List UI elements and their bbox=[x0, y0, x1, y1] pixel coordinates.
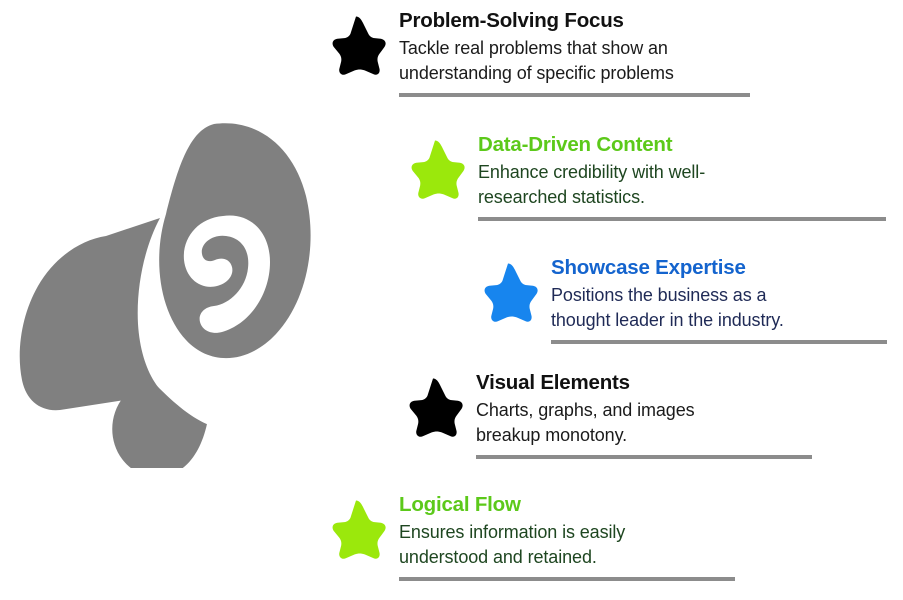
feature-description-line: understanding of specific problems bbox=[399, 63, 674, 83]
feature-item-visual-elements[interactable]: Visual Elements Charts, graphs, and imag… bbox=[402, 370, 812, 459]
feature-description-line: breakup monotony. bbox=[476, 425, 628, 445]
star-icon-path bbox=[332, 500, 386, 559]
feature-item-problem-solving-focus[interactable]: Problem-Solving Focus Tackle real proble… bbox=[325, 8, 750, 97]
star-icon-path bbox=[411, 140, 465, 199]
feature-description-line: thought leader in the industry. bbox=[551, 310, 784, 330]
feature-description-line: Positions the business as a bbox=[551, 285, 767, 305]
feature-description: Charts, graphs, and images breakup monot… bbox=[476, 398, 812, 448]
feature-description: Ensures information is easily understood… bbox=[399, 520, 735, 570]
feature-title: Problem-Solving Focus bbox=[399, 9, 624, 32]
star-icon bbox=[477, 261, 539, 323]
feature-text-block: Showcase Expertise Positions the busines… bbox=[539, 255, 887, 344]
feature-title: Visual Elements bbox=[476, 371, 630, 394]
feature-title: Data-Driven Content bbox=[478, 133, 673, 156]
feature-item-data-driven-content[interactable]: Data-Driven Content Enhance credibility … bbox=[404, 132, 886, 221]
feature-description-line: Ensures information is easily bbox=[399, 522, 626, 542]
star-icon bbox=[325, 498, 387, 560]
feature-item-logical-flow[interactable]: Logical Flow Ensures information is easi… bbox=[325, 492, 735, 581]
star-icon-path bbox=[484, 263, 538, 322]
star-icon bbox=[325, 14, 387, 76]
feature-divider bbox=[478, 217, 886, 221]
megaphone-shape bbox=[19, 123, 311, 468]
feature-description-line: researched statistics. bbox=[478, 187, 645, 207]
feature-description-line: understood and retained. bbox=[399, 547, 597, 567]
megaphone-icon bbox=[18, 118, 318, 468]
feature-item-showcase-expertise[interactable]: Showcase Expertise Positions the busines… bbox=[477, 255, 887, 344]
feature-text-block: Visual Elements Charts, graphs, and imag… bbox=[464, 370, 812, 459]
feature-description-line: Enhance credibility with well- bbox=[478, 162, 706, 182]
feature-description-line: Tackle real problems that show an bbox=[399, 38, 668, 58]
feature-divider bbox=[476, 455, 812, 459]
star-icon bbox=[404, 138, 466, 200]
feature-title: Logical Flow bbox=[399, 493, 521, 516]
feature-title: Showcase Expertise bbox=[551, 256, 746, 279]
feature-divider bbox=[551, 340, 887, 344]
feature-text-block: Logical Flow Ensures information is easi… bbox=[387, 492, 735, 581]
feature-text-block: Problem-Solving Focus Tackle real proble… bbox=[387, 8, 750, 97]
feature-divider bbox=[399, 577, 735, 581]
feature-description: Tackle real problems that show an unders… bbox=[399, 36, 750, 86]
feature-description-line: Charts, graphs, and images bbox=[476, 400, 695, 420]
star-icon-path bbox=[409, 378, 463, 437]
feature-description: Positions the business as a thought lead… bbox=[551, 283, 887, 333]
feature-text-block: Data-Driven Content Enhance credibility … bbox=[466, 132, 886, 221]
feature-description: Enhance credibility with well- researche… bbox=[478, 160, 886, 210]
feature-divider bbox=[399, 93, 750, 97]
star-icon bbox=[402, 376, 464, 438]
star-icon-path bbox=[332, 16, 386, 75]
